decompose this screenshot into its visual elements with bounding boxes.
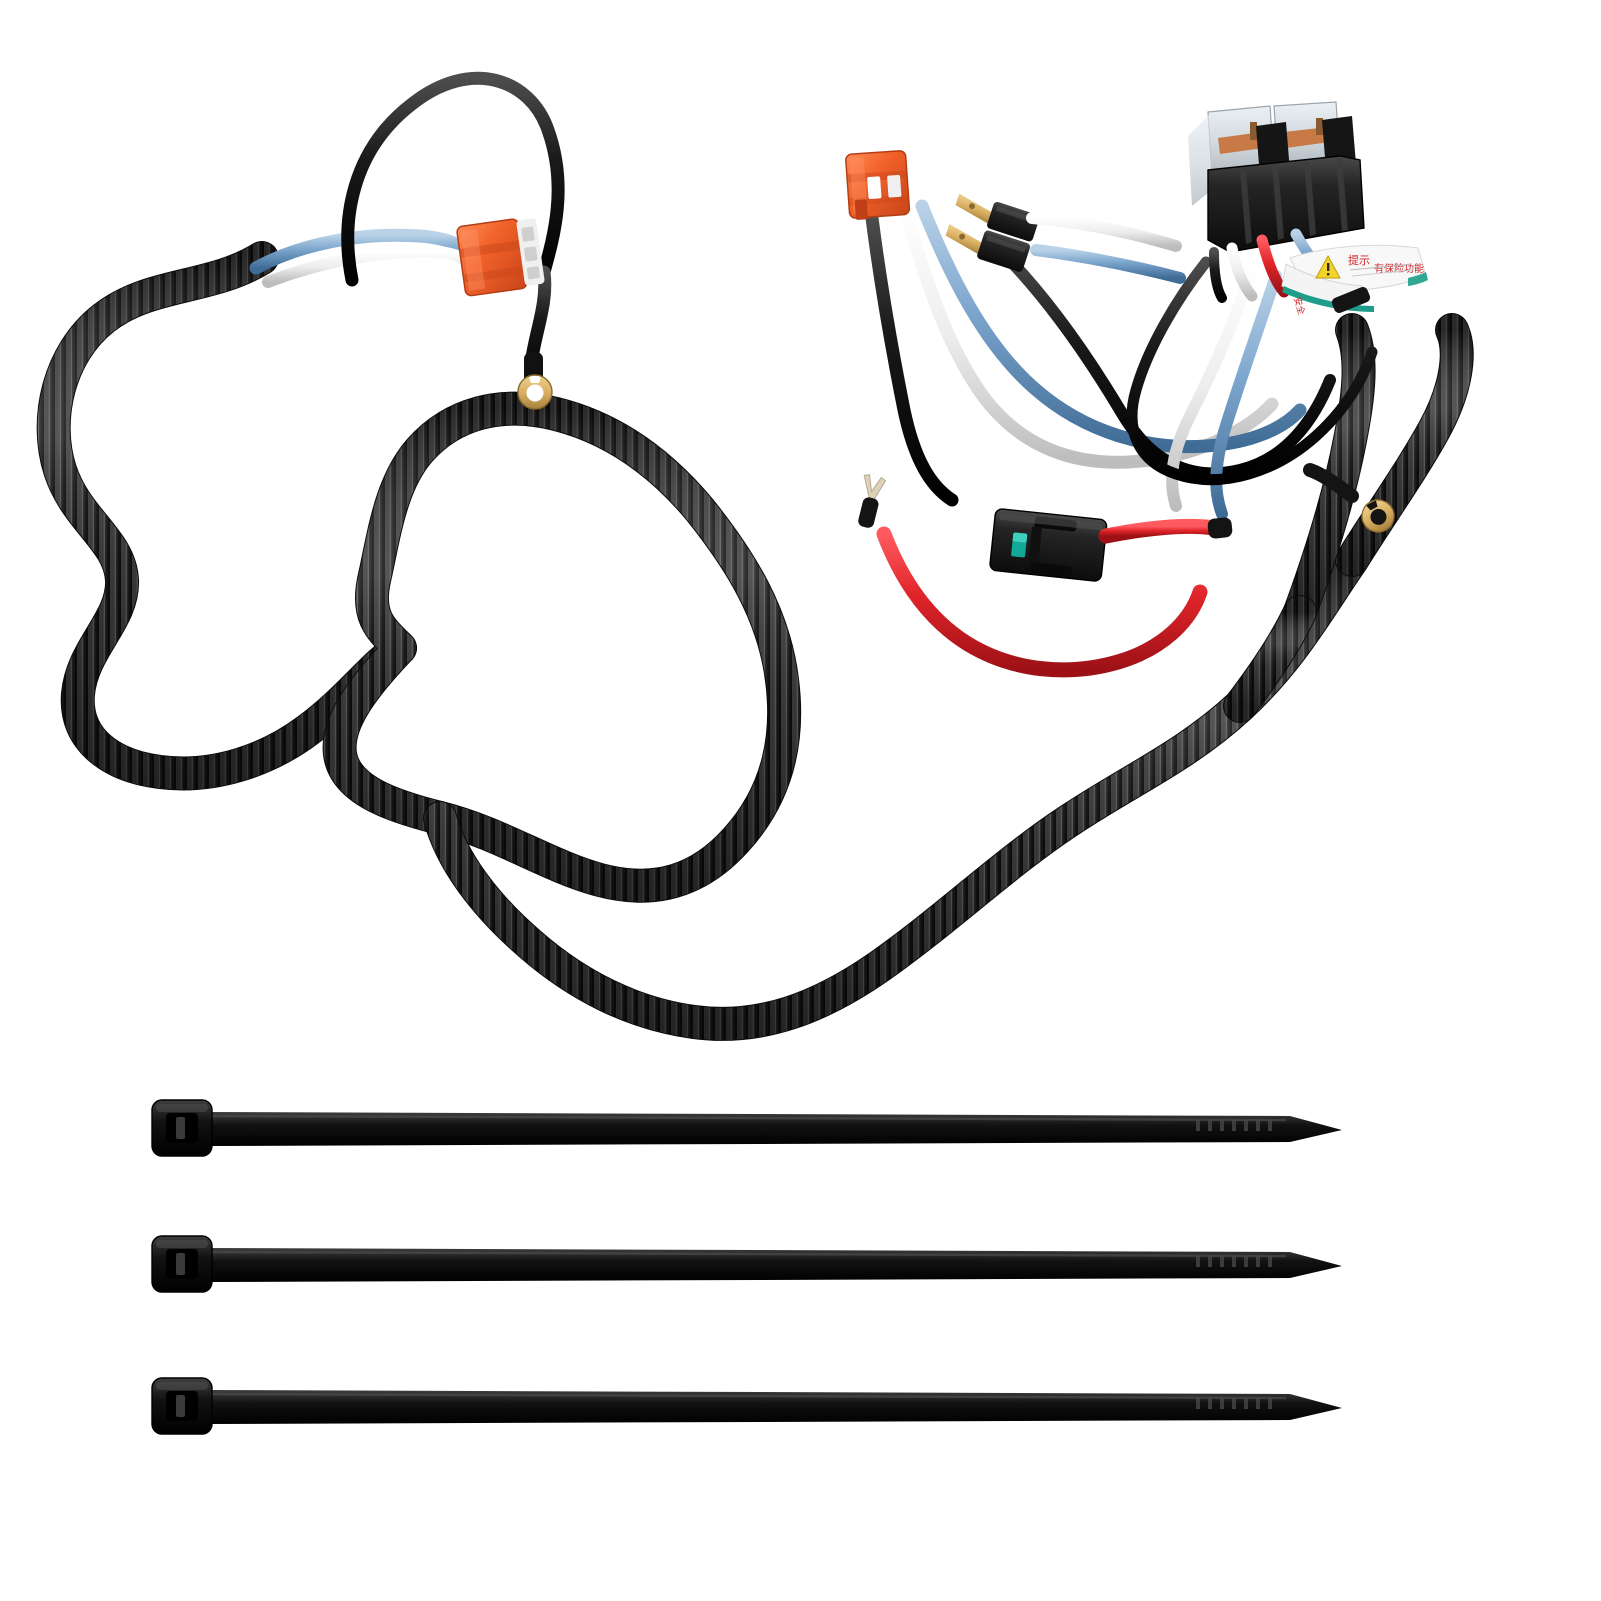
right-black-wire-down [865, 211, 959, 507]
right-blue-wire-sweep [915, 199, 1307, 454]
relay-exit-red [1256, 234, 1290, 298]
red-power-wire-lower [876, 526, 1208, 678]
right-connector-slot-2 [887, 174, 902, 198]
spade-blue-wire [1030, 244, 1186, 284]
relay-block [1188, 101, 1365, 253]
spade-connectors [945, 193, 1040, 272]
spade-blade-2 [945, 224, 984, 255]
spade-blade-1 [955, 193, 993, 225]
power-socket [989, 508, 1108, 582]
loom-right-branch-a [1283, 313, 1376, 629]
spade-white-wire [1026, 212, 1182, 252]
cable-ties-group [151, 1099, 1342, 1435]
right-black-wire-s-curve [994, 244, 1336, 480]
right-assembly-group: 提示 有保险功能 安全 [845, 101, 1428, 678]
loom-upper-left-loop [36, 241, 417, 791]
cable-tie-1-head [151, 1099, 213, 1157]
cable-tie-3-strap [208, 1390, 1342, 1424]
left-ring-terminal [517, 374, 553, 410]
right-ring-terminal [1361, 499, 1395, 533]
label-clamp [1331, 286, 1371, 314]
label-text-primary: 提示 [1348, 254, 1370, 267]
fork-heatshrink [858, 497, 879, 528]
fork-terminal [858, 474, 887, 528]
loom-right-lower-join [1223, 595, 1317, 723]
left-white-wire [262, 245, 474, 288]
left-blue-wire [249, 228, 473, 275]
cable-tie-1 [151, 1099, 1342, 1157]
relay-exit-white [1226, 242, 1258, 302]
fork-blade [863, 474, 887, 501]
right-ring-heatshrink [1303, 463, 1359, 503]
warning-triangle-icon [1315, 254, 1341, 279]
red-power-wire-upper [1098, 518, 1222, 544]
cable-tie-1-strap [208, 1112, 1342, 1146]
relay-exit-black [1209, 247, 1227, 303]
cable-tie-2-strap [208, 1248, 1342, 1282]
relay-blue-wire-down [1210, 270, 1282, 520]
cable-tie-2 [151, 1235, 1342, 1293]
cable-tie-3-head [151, 1377, 213, 1435]
right-connector-slot-1 [867, 176, 882, 199]
right-h4-connector [845, 150, 911, 220]
relay-black-wire-loop [1126, 256, 1378, 486]
left-branch-group [249, 71, 565, 410]
loom-middle-loop [322, 391, 802, 903]
label-text-secondary: 有保险功能 [1374, 262, 1424, 275]
left-h4-connector [456, 218, 545, 297]
cable-tie-3 [151, 1377, 1342, 1435]
cable-tie-2-head [151, 1235, 213, 1293]
red-wire-boot [1207, 517, 1233, 539]
left-black-loop-wire [341, 71, 565, 287]
